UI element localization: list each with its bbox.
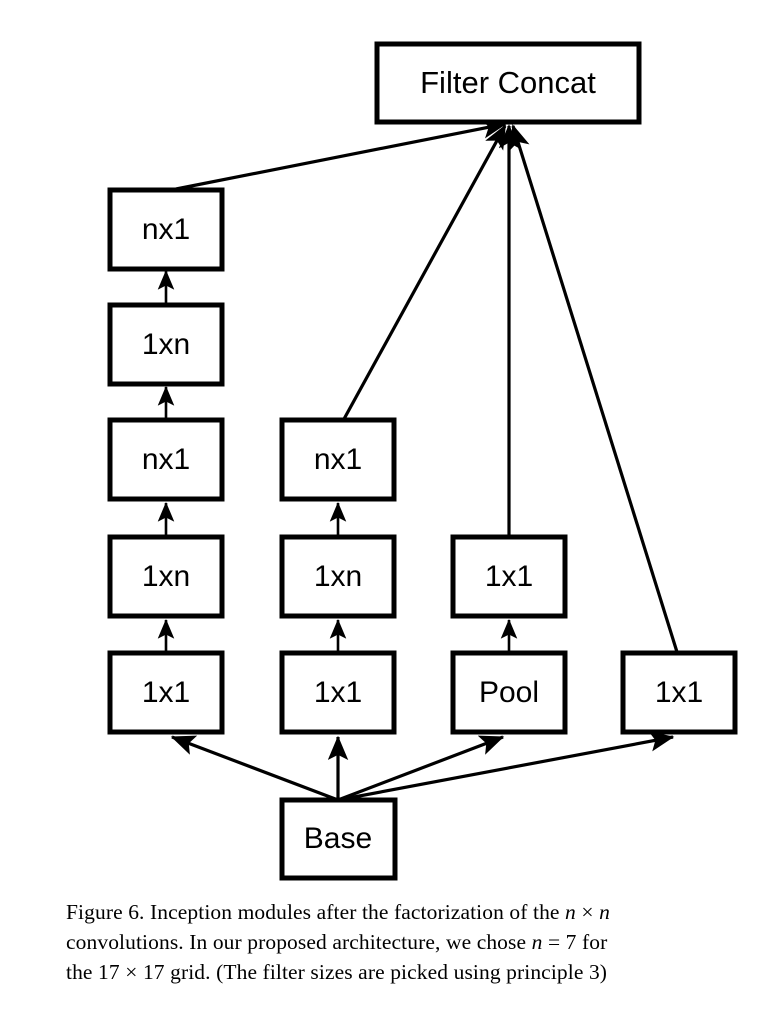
caption-line-1-times: × (575, 900, 600, 924)
node-col1-1x1[interactable]: 1x1 (107, 650, 225, 735)
caption-line-2: convolutions. In our proposed architectu… (66, 927, 714, 957)
node-col1-nx1-lower-label: nx1 (142, 443, 190, 476)
node-col2-1x1-box[interactable] (279, 650, 397, 735)
edge-col1-to-filter-concat (175, 118, 507, 191)
node-base-box[interactable] (279, 797, 398, 881)
caption-line-1-var-n2: n (599, 900, 610, 924)
node-col3-pool[interactable]: Pool (450, 650, 568, 735)
node-col3-pool-label: Pool (479, 676, 539, 709)
caption-line-2-var-n: n (531, 930, 543, 954)
edge-col4-to-filter-concat (509, 124, 679, 653)
node-col1-1xn-upper[interactable]: 1xn (107, 302, 225, 387)
caption-line-3-times: × (119, 960, 143, 984)
node-base[interactable]: Base (279, 797, 398, 881)
node-col1-nx1-lower[interactable]: nx1 (107, 417, 225, 502)
node-filter-concat-box[interactable] (374, 41, 642, 125)
node-col3-1x1-box[interactable] (450, 534, 568, 619)
node-col1-nx1-lower-box[interactable] (107, 417, 225, 502)
node-col2-nx1-label: nx1 (314, 443, 362, 476)
node-col3-1x1-label: 1x1 (485, 560, 533, 593)
edge-base-to-col3 (337, 735, 505, 802)
node-filter-concat[interactable]: Filter Concat (374, 41, 642, 125)
node-col3-pool-box[interactable] (450, 650, 568, 735)
node-col2-1xn-box[interactable] (279, 534, 397, 619)
node-col2-nx1-box[interactable] (279, 417, 397, 502)
node-col1-nx1-top-box[interactable] (107, 187, 225, 272)
edges-from-base (170, 731, 675, 802)
caption-line-1: Figure 6. Inception modules after the fa… (66, 897, 714, 927)
node-col4-1x1[interactable]: 1x1 (620, 650, 738, 735)
caption-line-2-text: convolutions. In our proposed architectu… (66, 930, 532, 954)
caption-line-1-text: Figure 6. Inception modules after the fa… (66, 900, 566, 924)
node-col2-1xn[interactable]: 1xn (279, 534, 397, 619)
node-col2-1xn-label: 1xn (314, 560, 362, 593)
node-col2-nx1[interactable]: nx1 (279, 417, 397, 502)
node-col1-1xn-upper-label: 1xn (142, 328, 190, 361)
caption-line-2-equation: = 7 for (542, 930, 608, 954)
caption-line-3-num2: 17 (142, 960, 165, 984)
node-col1-1xn-lower[interactable]: 1xn (107, 534, 225, 619)
caption-line-1-var-n1: n (565, 900, 576, 924)
edge-base-to-col1 (170, 735, 339, 802)
node-col2-1x1[interactable]: 1x1 (279, 650, 397, 735)
node-col4-1x1-label: 1x1 (655, 676, 703, 709)
node-filter-concat-label: Filter Concat (420, 65, 596, 100)
node-col1-nx1-top-label: nx1 (142, 213, 190, 246)
node-col1-1xn-upper-box[interactable] (107, 302, 225, 387)
node-col4-1x1-box[interactable] (620, 650, 738, 735)
caption-line-3-num1: 17 (98, 960, 120, 984)
caption-line-3-text-b: grid. (The filter sizes are picked using… (164, 960, 608, 984)
node-base-label: Base (304, 822, 372, 855)
node-col1-1xn-lower-box[interactable] (107, 534, 225, 619)
node-col1-1x1-label: 1x1 (142, 676, 190, 709)
node-col2-1x1-label: 1x1 (314, 676, 362, 709)
node-col1-1x1-box[interactable] (107, 650, 225, 735)
edges-to-filter-concat (175, 118, 679, 653)
figure-caption: Figure 6. Inception modules after the fa… (66, 897, 714, 987)
caption-line-3-text-a: the (66, 960, 99, 984)
edge-base-to-col4 (337, 731, 675, 802)
edge-col2-to-filter-concat (342, 124, 507, 420)
node-col1-1xn-lower-label: 1xn (142, 560, 190, 593)
caption-line-3: the 17 × 17 grid. (The filter sizes are … (66, 957, 714, 987)
node-col1-nx1-top[interactable]: nx1 (107, 187, 225, 272)
inception-module-diagram: Filter Concat nx1 1xn nx1 1xn 1x1 nx1 (107, 41, 738, 881)
node-col3-1x1[interactable]: 1x1 (450, 534, 568, 619)
